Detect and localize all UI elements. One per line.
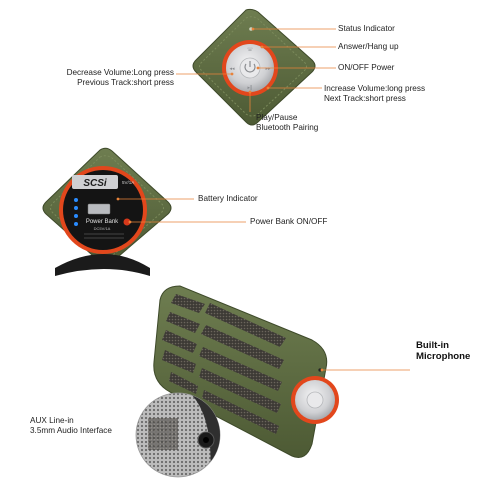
aux-zoom xyxy=(135,392,221,478)
battery-led-3 xyxy=(74,214,78,218)
previous-icon: ◂◂ xyxy=(229,66,235,72)
rating-label-top: 5V/1A xyxy=(122,180,134,185)
bottom-speaker xyxy=(153,285,339,458)
top-speaker-texture xyxy=(199,16,307,117)
label-answer-hang-up: Answer/Hang up xyxy=(338,42,399,51)
battery-led-2 xyxy=(74,206,78,210)
power-bank-switch[interactable] xyxy=(123,218,131,226)
battery-led-4 xyxy=(74,222,78,226)
label-battery-indicator: Battery Indicator xyxy=(198,194,258,203)
brand-logo: SCSi xyxy=(83,178,107,189)
end-cap-power-button[interactable] xyxy=(306,391,324,409)
top-speaker: ☏ ◂◂ ▸▸ ▸‖ xyxy=(192,8,316,126)
label-built-in-microphone: Built-in Microphone xyxy=(416,340,471,362)
middle-speaker: SCSi 5V/1A Power Bank DC5V/1A xyxy=(42,147,172,276)
microphone-hole xyxy=(318,368,322,372)
status-indicator-led xyxy=(249,27,253,31)
power-bank-label: Power Bank xyxy=(86,219,119,225)
label-decrease-volume: Decrease Volume:Long press Previous Trac… xyxy=(66,68,174,87)
middle-speaker-texture xyxy=(50,155,164,259)
battery-led-1 xyxy=(74,198,78,202)
label-on-off-power: ON/OFF Power xyxy=(338,63,395,72)
brand-plate xyxy=(72,175,118,189)
power-icon xyxy=(244,63,256,73)
stand-base xyxy=(55,254,150,276)
leader-lines xyxy=(118,28,410,371)
next-icon: ▸▸ xyxy=(265,66,271,72)
label-status-indicator: Status Indicator xyxy=(338,24,395,33)
label-play-pause: Play/Pause Bluetooth Pairing xyxy=(256,113,319,132)
grille-slots xyxy=(162,294,286,434)
label-power-bank-on-off: Power Bank ON/OFF xyxy=(250,217,328,226)
label-aux-line-in: AUX Line-in 3.5mm Audio Interface xyxy=(30,416,112,435)
play-pause-icon: ▸‖ xyxy=(247,85,252,91)
usb-port[interactable] xyxy=(87,203,111,215)
label-increase-volume: Increase Volume:long press Next Track:sh… xyxy=(324,84,426,103)
phone-icon: ☏ xyxy=(247,47,253,53)
rating-label: DC5V/1A xyxy=(94,226,111,231)
